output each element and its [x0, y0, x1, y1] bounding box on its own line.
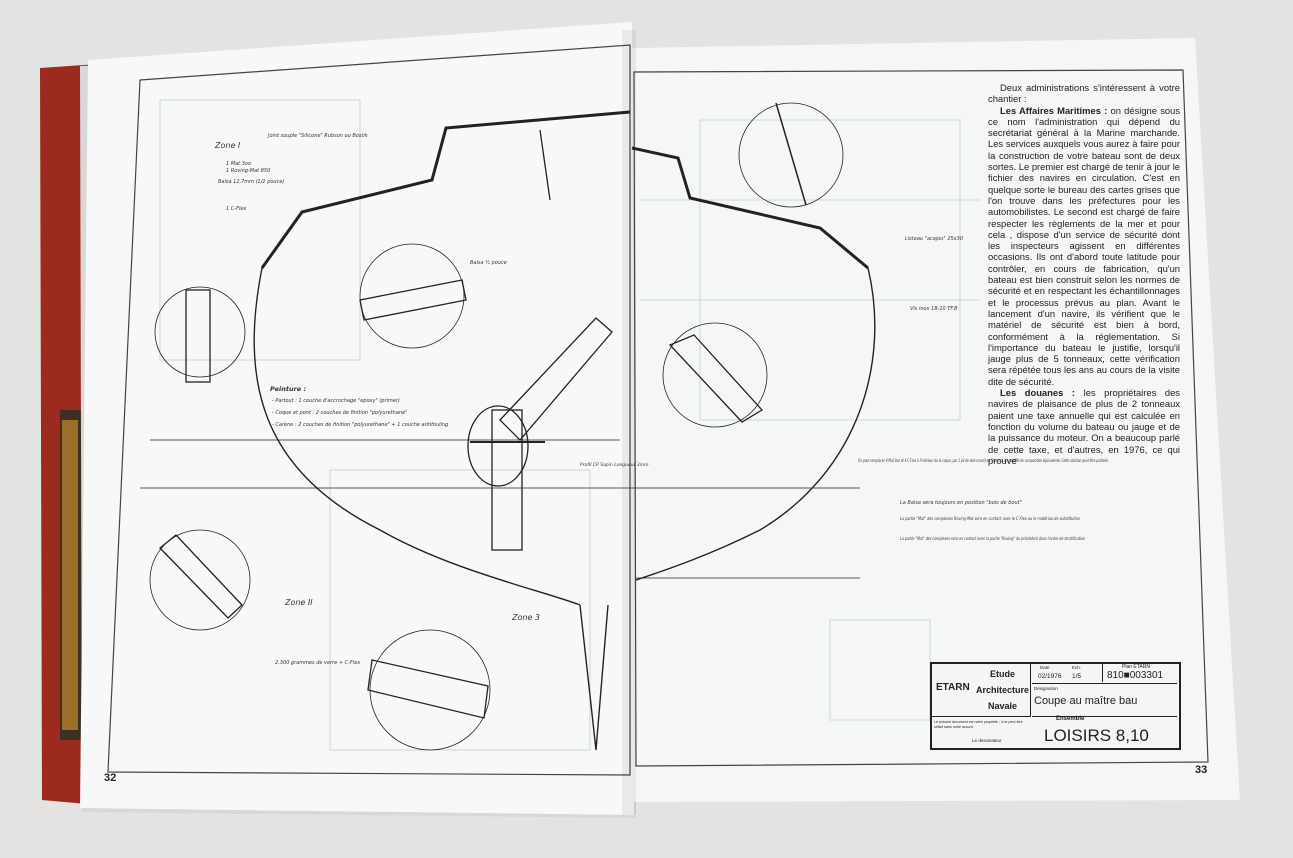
paragraph-body: on désigne sous ce nom l'administration …: [988, 104, 1181, 387]
ensemble-value: LOISIRS 8,10: [1044, 726, 1149, 745]
hull-section-drawing: [140, 102, 876, 751]
scale-label: Ech.: [1072, 665, 1082, 670]
label-profil: Profil CP Sapin Longueur 3mm: [580, 462, 649, 468]
label-note-2: La Balsa sera toujours en position "bois…: [900, 500, 1022, 506]
date-label: Date: [1040, 665, 1050, 670]
label-note-3: La partie "Mat" des complexes Roving-Mat…: [900, 515, 1080, 522]
author-label: Le dessinateur: [972, 738, 1002, 743]
left-page: [80, 22, 634, 815]
label-zone-1: Zone I: [214, 141, 241, 150]
label-listeau: Listeau "acajou" 25x30: [905, 236, 963, 242]
label-cflex: 1 C-Flex: [226, 206, 246, 212]
scale-value: 1/5: [1072, 673, 1082, 680]
article-column: Deux administrations s'intéressent à vot…: [988, 82, 1180, 466]
studio-name-line: Etude: [990, 669, 1016, 679]
label-joint: Joint souple "Silicone" Rubson ou Bostik: [267, 133, 369, 139]
label-zone-2: Zone II: [284, 598, 313, 607]
ensemble-label: Ensemble: [1056, 716, 1085, 722]
label-verre: 2.300 grammes de verre + C-Flex: [275, 660, 360, 666]
article-paragraph-affaires-maritimes: Les Affaires Maritimes : on désigne sous…: [988, 105, 1180, 387]
label-balsa-zone1: Balsa 12,7mm (1/2 pouce): [218, 179, 284, 185]
date-value: 02/1976: [1038, 673, 1062, 680]
article-paragraph-douanes: Les douanes : les propriétaires des navi…: [988, 387, 1180, 466]
label-balsa: Balsa ½ pouce: [470, 259, 507, 266]
label-peinture-title: Peinture :: [270, 385, 306, 393]
plan-label: Plan ETARN: [1122, 664, 1150, 670]
label-peinture-1: - Partout : 1 couche d'accrochage "epoxy…: [272, 398, 400, 404]
paragraph-heading: Les Affaires Maritimes :: [1000, 104, 1108, 116]
copyright-notice: Le présent document est notre propriété …: [934, 720, 1023, 729]
designation-label: Désignation: [1034, 686, 1058, 691]
label-peinture-3: - Carène : 2 couches de finition "polyur…: [272, 421, 448, 428]
label-note-4: La partie "Mat" des complexes sera en co…: [900, 535, 1085, 542]
label-vis: Vis inox 18-10 TF.B: [910, 306, 958, 312]
studio-name-line: Navale: [988, 701, 1018, 711]
page-number-left: 32: [104, 772, 117, 784]
page-number-right: 33: [1195, 764, 1208, 776]
paragraph-body: les propriétaires des navires de plaisan…: [988, 387, 1180, 466]
studio-name-line: Architecture: [976, 685, 1030, 695]
label-note-1: On peut remplacer 4 Mat 3oo et 4 C-Flex …: [858, 457, 1108, 464]
label-zone-3: Zone 3: [511, 613, 540, 622]
label-peinture-2: - Coque et pont : 2 couches de finition …: [272, 410, 407, 416]
designation-value: Coupe au maître bau: [1034, 695, 1138, 707]
article-intro: Deux administrations s'intéressent à vot…: [988, 82, 1180, 105]
label-roving: 1 Roving-Mat 850: [226, 168, 270, 174]
label-mat: 1 Mat 3oo: [226, 161, 251, 167]
paragraph-heading: Les douanes :: [1000, 387, 1076, 399]
plan-number: 810■003301: [1107, 670, 1164, 681]
etarn-logo: ETARN: [936, 682, 970, 693]
title-block: ETARN Etude Architecture Navale Date 02/…: [930, 662, 1181, 750]
